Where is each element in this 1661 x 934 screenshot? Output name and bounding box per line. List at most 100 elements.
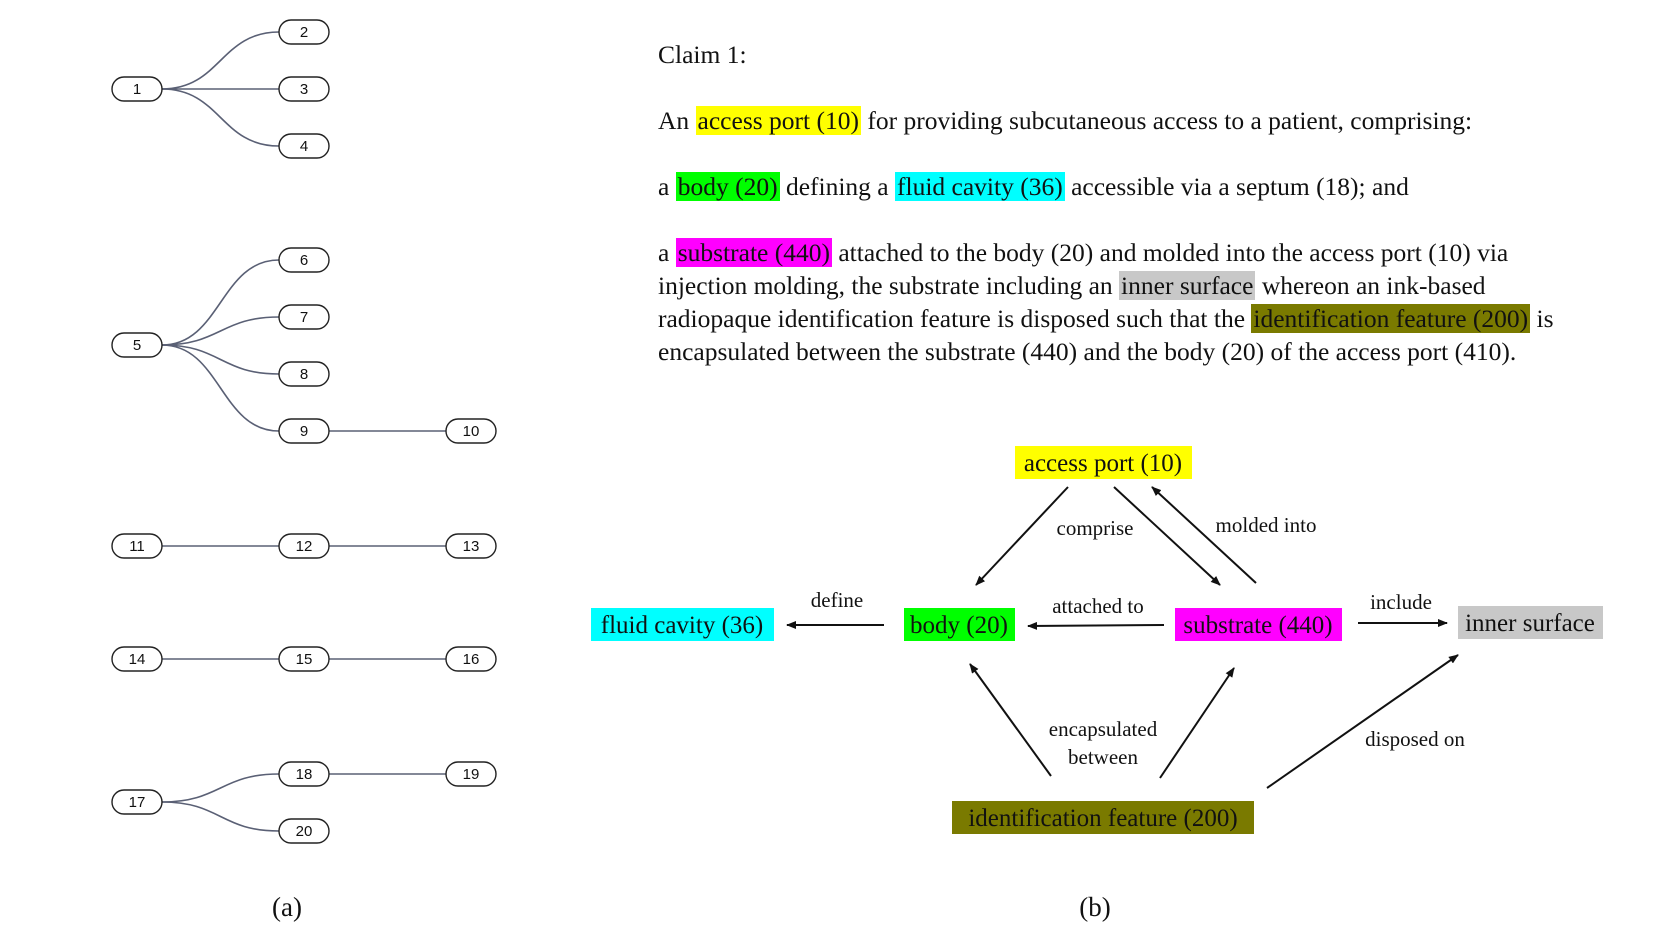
claim-text-run: whereon an ink-based radiopaque identifi… [658, 271, 1486, 333]
edge-label-define: define [811, 588, 863, 612]
edge-label-molded-into: molded into [1216, 513, 1317, 537]
highlight-identification-feature: identification feature (200) [1251, 304, 1531, 333]
claim-text-run: is encapsulated between the substrate (4… [658, 304, 1554, 366]
graph-panel-b: access port (10) fluid cavity (36) body … [591, 446, 1603, 834]
tree-node-20: 20 [278, 818, 330, 844]
tree-node-15: 15 [278, 646, 330, 672]
tree-node-8: 8 [278, 361, 330, 387]
tree-node-label: 9 [300, 423, 308, 440]
node-fluid-cavity: fluid cavity (36) [601, 612, 763, 639]
edge-comprise-body [975, 486, 1069, 586]
tree-node-label: 19 [463, 766, 480, 783]
tree-edge-1-4 [161, 88, 280, 147]
edge-label-include: include [1370, 590, 1432, 614]
node-inner-surface: inner surface [1465, 610, 1595, 637]
tree-node-label: 4 [300, 138, 308, 155]
highlight-substrate: substrate (440) [675, 238, 832, 267]
claim-text-run: defining a [779, 172, 895, 201]
edge-label-comprise: comprise [1057, 516, 1134, 540]
tree-node-label: 6 [300, 252, 308, 269]
tree-node-19: 19 [445, 761, 497, 787]
edge-label-encapsulated: encapsulated [1049, 717, 1158, 741]
edge-encapsulated-body [969, 663, 1052, 777]
tree-edge-5-9 [161, 344, 280, 432]
tree-node-12: 12 [278, 533, 330, 559]
claim-text-run: An [658, 106, 696, 135]
tree-node-label: 17 [129, 794, 146, 811]
node-substrate-bg [1175, 608, 1342, 641]
edge-molded-into [1151, 486, 1257, 584]
claim-text-run: for providing subcutaneous access to a p… [860, 106, 1473, 135]
tree-node-label: 12 [296, 538, 313, 555]
tree-edge-17-20 [161, 801, 280, 832]
edge-attached-to [1027, 621, 1165, 630]
tree-node-7: 7 [278, 304, 330, 330]
tree-node-3: 3 [278, 76, 330, 102]
tree-node-10: 10 [445, 418, 497, 444]
tree-node-18: 18 [278, 761, 330, 787]
tree-node-5: 5 [111, 332, 163, 358]
node-inner-surface-bg [1458, 606, 1603, 639]
node-substrate: substrate (440) [1183, 612, 1332, 639]
tree-node-11: 11 [111, 533, 163, 559]
tree-node-label: 15 [296, 651, 313, 668]
highlight-body: body (20) [675, 172, 780, 201]
highlight-access-port: access port (10) [695, 106, 861, 135]
tree-node-label: 18 [296, 766, 313, 783]
highlight-fluid-cavity: fluid cavity (36) [895, 172, 1065, 201]
edge-label-disposed-on: disposed on [1365, 727, 1465, 751]
tree-node-1: 1 [111, 76, 163, 102]
tree-node-6: 6 [278, 247, 330, 273]
highlight-inner-surface: inner surface [1119, 271, 1256, 300]
tree-edge-5-6 [161, 259, 280, 346]
tree-node-label: 11 [129, 538, 145, 555]
tree-node-label: 2 [300, 24, 308, 41]
tree-edge-5-7 [161, 316, 280, 346]
claim-paragraph-1: An access port (10) for providing subcut… [658, 104, 1588, 137]
tree-edge-17-18 [161, 773, 280, 803]
node-body: body (20) [910, 612, 1008, 639]
claim-text-run: attached to the body (20) and molded int… [658, 238, 1509, 300]
node-access-port-bg [1015, 446, 1192, 479]
caption-b: (b) [1079, 892, 1110, 922]
caption-a: (a) [272, 892, 302, 922]
tree-node-13: 13 [445, 533, 497, 559]
claim-text-run: a [658, 172, 676, 201]
claim-text-run: accessible via a septum (18); and [1064, 172, 1409, 201]
tree-edge-1-2 [161, 31, 280, 90]
tree-node-label: 13 [463, 538, 480, 555]
tree-node-label: 8 [300, 366, 308, 383]
claim-text-run: a [658, 238, 676, 267]
tree-node-label: 20 [296, 823, 313, 840]
node-fluid-cavity-bg [591, 608, 774, 641]
tree-node-16: 16 [445, 646, 497, 672]
tree-node-label: 3 [300, 81, 308, 98]
edge-encapsulated-substrate [1159, 667, 1235, 779]
claim-paragraph-2: a body (20) defining a fluid cavity (36)… [658, 170, 1588, 203]
tree-node-label: 14 [129, 651, 146, 668]
tree-node-label: 5 [133, 337, 141, 354]
tree-node-label: 16 [463, 651, 480, 668]
tree-node-label: 7 [300, 309, 308, 326]
tree-node-4: 4 [278, 133, 330, 159]
tree-node-17: 17 [111, 789, 163, 815]
node-body-bg [904, 608, 1015, 641]
claim-title: Claim 1: [658, 40, 747, 69]
claim-paragraph-3: a substrate (440) attached to the body (… [658, 236, 1588, 368]
edge-label-attached-to: attached to [1052, 594, 1144, 618]
tree-node-2: 2 [278, 19, 330, 45]
edge-label-between: between [1068, 745, 1138, 769]
node-access-port: access port (10) [1024, 450, 1182, 477]
edge-comprise-substrate [1113, 486, 1221, 586]
tree-node-14: 14 [111, 646, 163, 672]
edge-disposed-on [1266, 654, 1459, 789]
tree-node-label: 10 [463, 423, 480, 440]
node-identification-feature: identification feature (200) [968, 805, 1237, 832]
tree-node-label: 1 [133, 81, 141, 98]
tree-node-9: 9 [278, 418, 330, 444]
claim-text: Claim 1: An access port (10) for providi… [658, 38, 1588, 368]
node-identification-feature-bg [952, 801, 1254, 834]
tree-edge-5-8 [161, 344, 280, 375]
